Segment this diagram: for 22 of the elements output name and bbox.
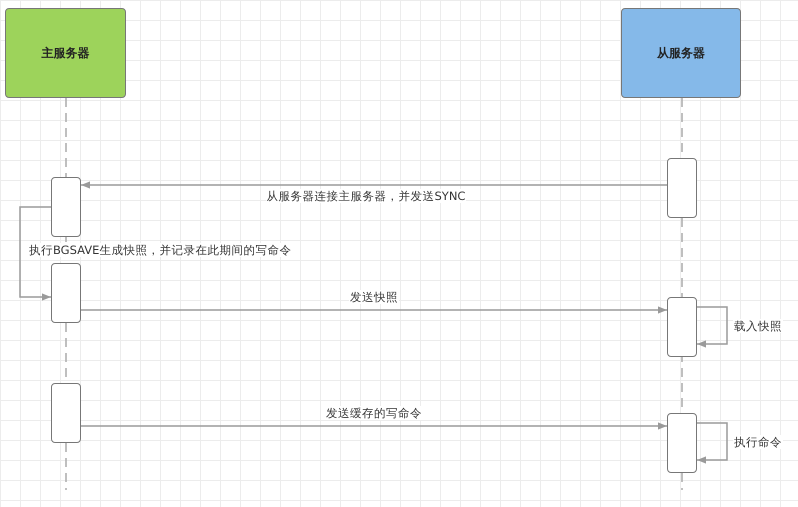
activation-bar [51, 177, 81, 237]
participant-box [621, 8, 741, 98]
message-arrow [19, 206, 51, 301]
edge-label: 载入快照 [733, 318, 783, 332]
participant-name: 从服务器 [657, 44, 705, 62]
activation-bar [667, 413, 697, 473]
participant-box [5, 8, 126, 98]
self-message-arrow [697, 306, 728, 348]
edge-label: 执行BGSAVE生成快照，并记录在此期间的写命令 [28, 243, 292, 257]
edge-label: 发送快照 [349, 290, 399, 304]
activation-bar [51, 383, 81, 443]
message-arrow [81, 181, 667, 189]
activation-bar [667, 297, 697, 357]
message-arrow [81, 422, 667, 430]
message-arrow [81, 306, 667, 314]
edge-label: 从服务器连接主服务器，并发送SYNC [266, 189, 466, 203]
activation-bar [51, 263, 81, 323]
edge-label: 发送缓存的写命令 [325, 406, 423, 420]
edge-label: 执行命令 [733, 434, 783, 448]
participant-name: 主服务器 [42, 44, 90, 62]
activation-bar [667, 158, 697, 218]
self-message-arrow [697, 422, 728, 464]
